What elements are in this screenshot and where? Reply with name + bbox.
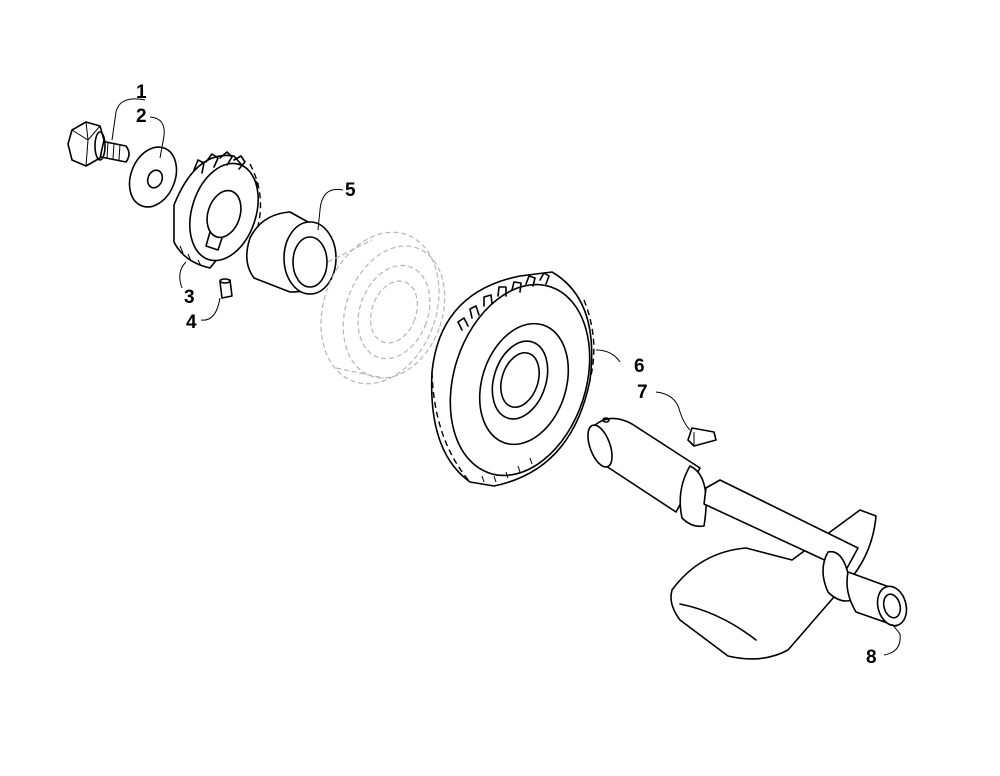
part-small-gear xyxy=(173,151,262,269)
callout-labels: 1 2 3 4 5 6 7 8 xyxy=(136,82,877,668)
callout-8: 8 xyxy=(866,647,877,668)
part-bushing xyxy=(246,211,337,295)
leader-lines xyxy=(111,98,901,656)
callout-5: 5 xyxy=(345,180,356,201)
callout-7: 7 xyxy=(637,382,648,403)
part-bolt xyxy=(67,121,130,167)
part-key xyxy=(687,427,717,447)
part-large-gear xyxy=(430,271,595,487)
callout-4: 4 xyxy=(186,312,197,333)
reference-bearing xyxy=(320,231,446,385)
callout-2: 2 xyxy=(136,106,147,127)
part-crankshaft xyxy=(587,417,908,660)
callout-3: 3 xyxy=(184,287,195,308)
part-pin xyxy=(219,278,233,299)
callout-1: 1 xyxy=(136,82,147,103)
callout-6: 6 xyxy=(634,356,645,377)
part-washer xyxy=(128,146,178,208)
